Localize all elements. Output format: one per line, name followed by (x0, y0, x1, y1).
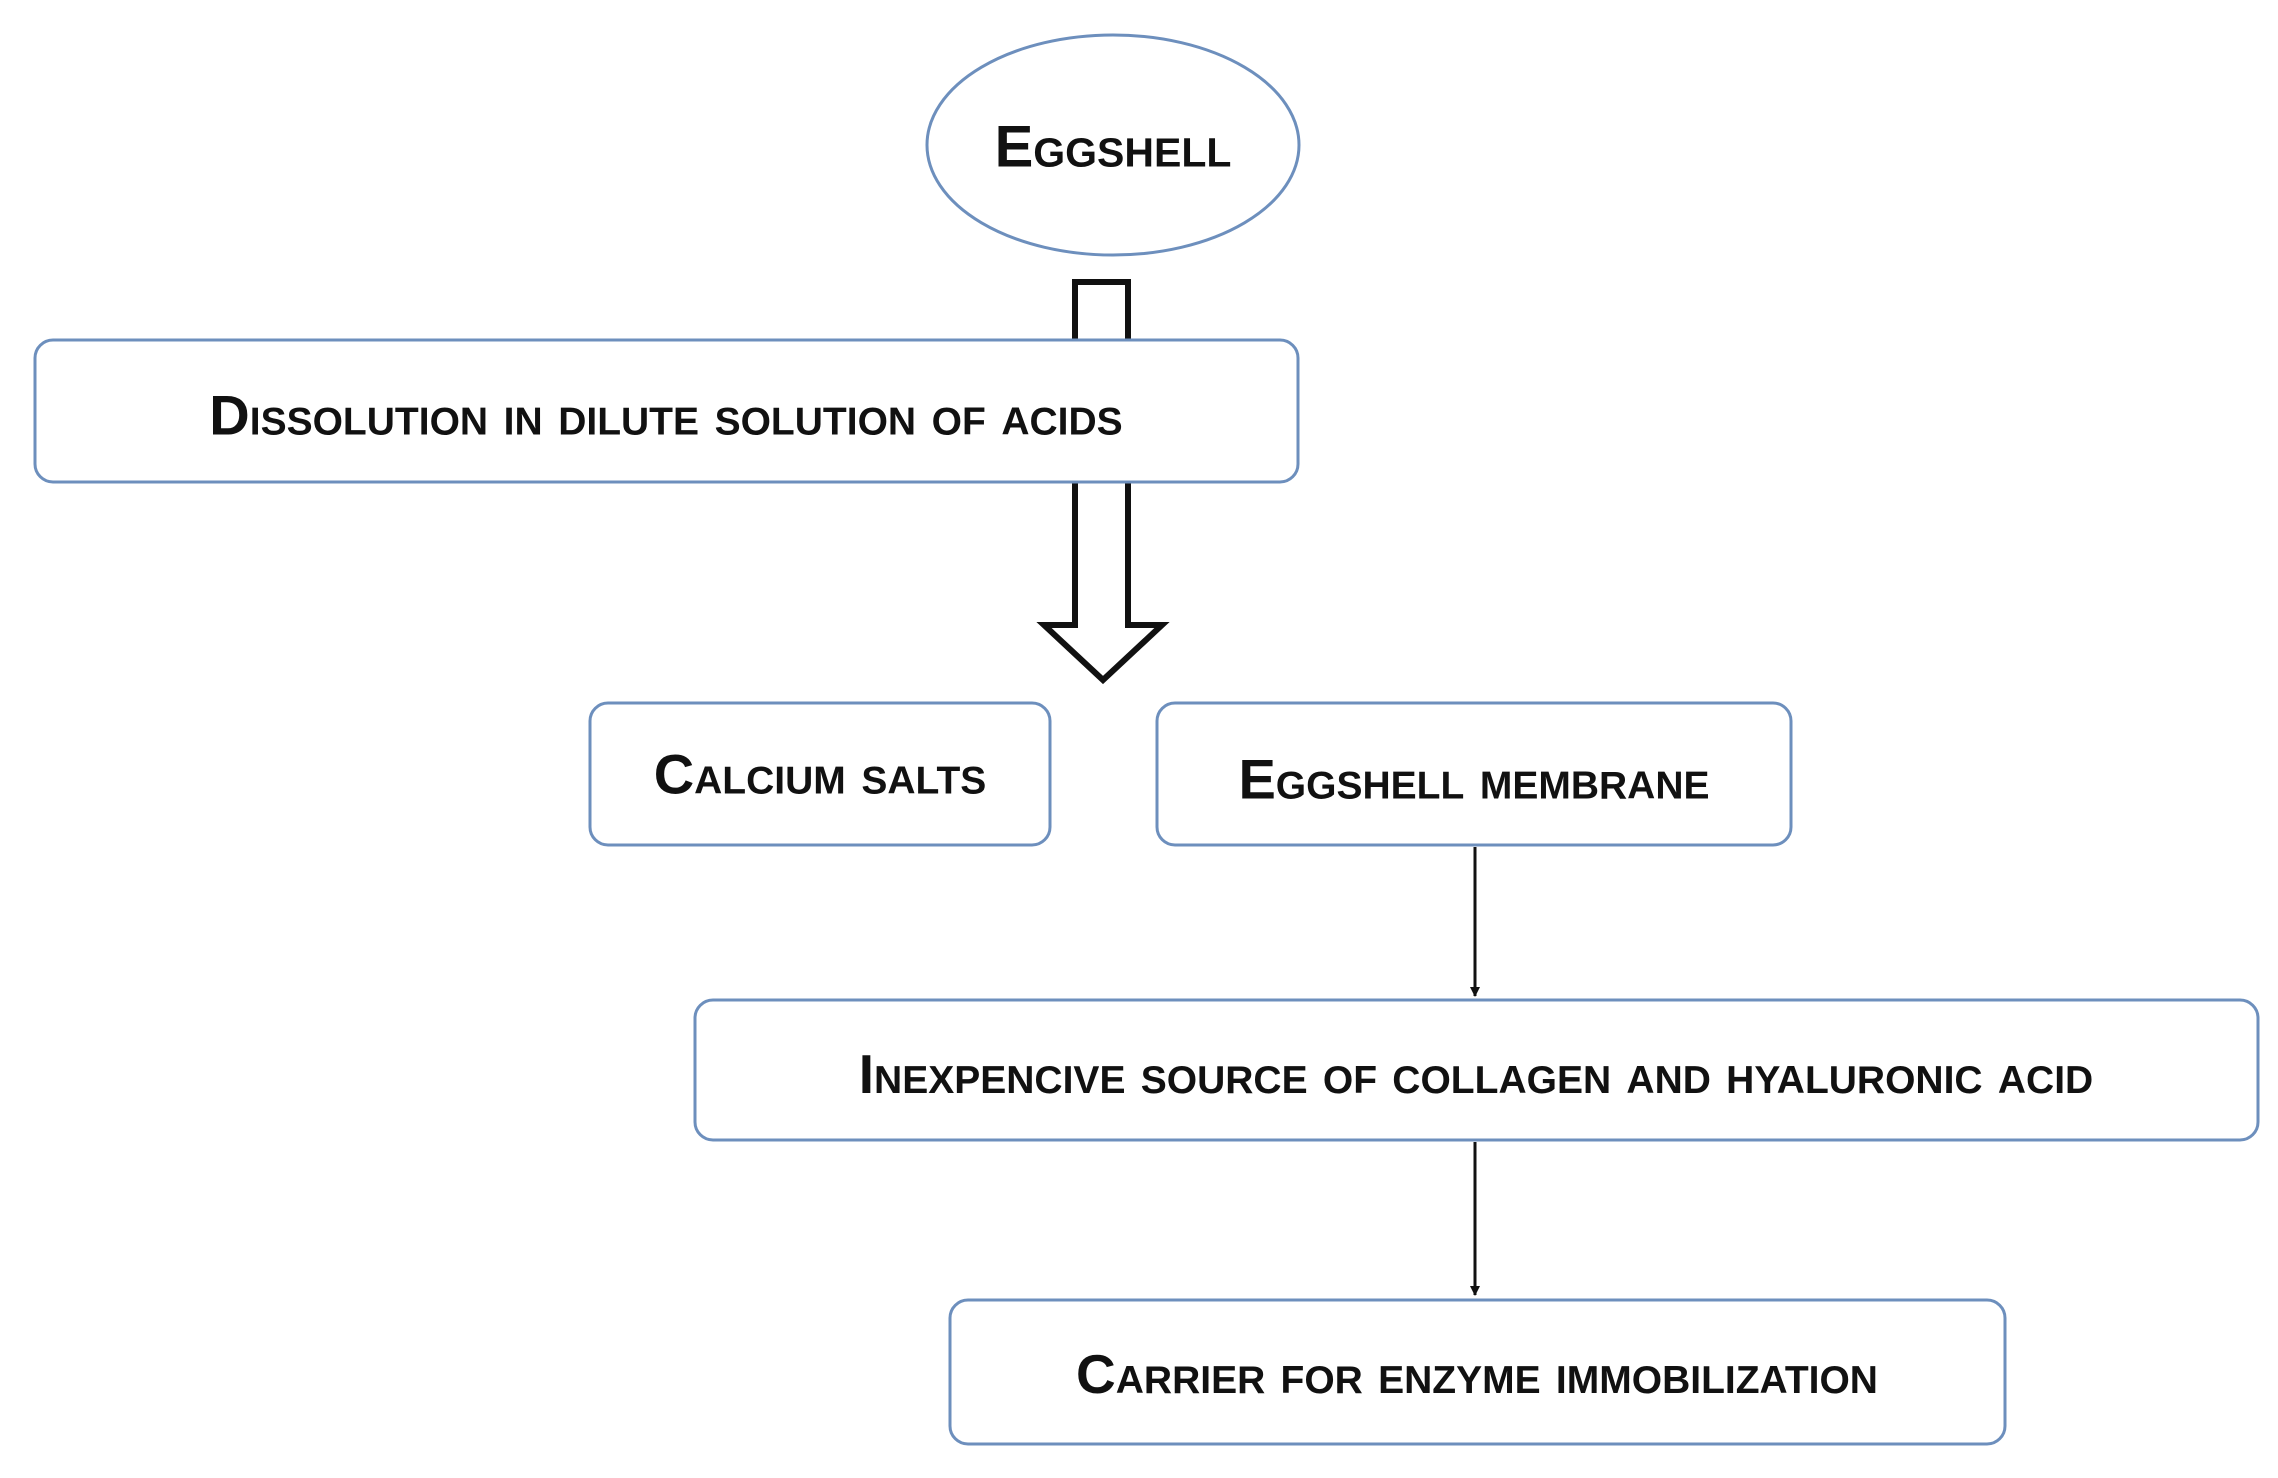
dissolution-box (33, 338, 1300, 484)
membrane-node: Eggshell membrane (1155, 701, 1793, 847)
eggshell-ellipse (925, 33, 1301, 257)
calcium-salts-label: Calcium salts (654, 743, 987, 806)
dissolution-node: Dissolution in dilute solution of acids (33, 338, 1300, 484)
carrier-node: Carrier for enzyme immobilization (948, 1298, 2007, 1446)
dissolution-label: Dissolution in dilute solution of acids (209, 384, 1122, 447)
eggshell-label: Eggshell (995, 115, 1232, 180)
membrane-box (1155, 701, 1793, 847)
membrane-label: Eggshell membrane (1238, 748, 1709, 811)
source-label: Inexpencive source of collagen and hyalu… (859, 1043, 2093, 1105)
carrier-box (948, 1298, 2007, 1446)
calcium-salts-box (588, 701, 1052, 847)
source-box (693, 998, 2260, 1142)
source-node: Inexpencive source of collagen and hyalu… (693, 998, 2260, 1142)
eggshell-node: Eggshell (925, 33, 1301, 257)
calcium-salts-node: Calcium salts (588, 701, 1052, 847)
carrier-label: Carrier for enzyme immobilization (1076, 1343, 1878, 1405)
